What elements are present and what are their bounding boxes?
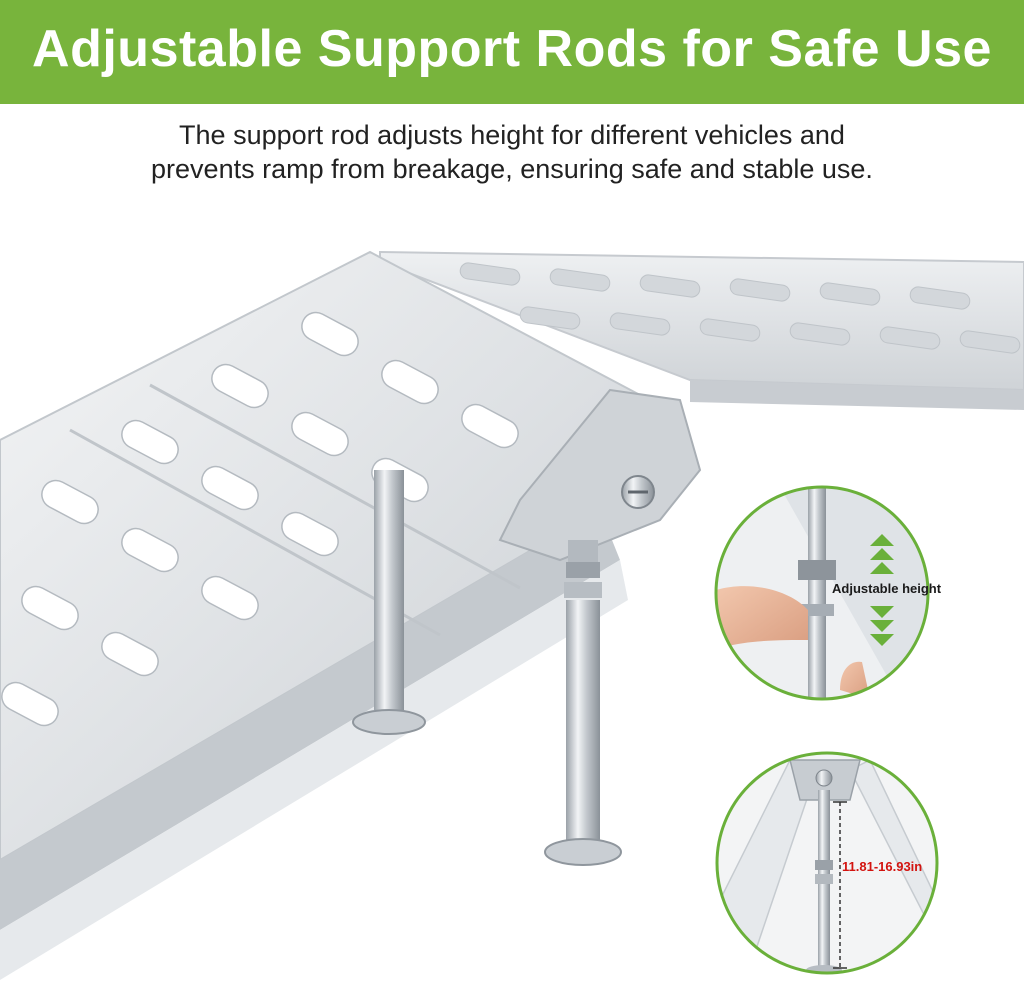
ramp-left-section [0,250,642,980]
ramp-right-section [379,250,1024,410]
support-leg-front [544,540,622,866]
banner-title: Adjustable Support Rods for Safe Use [32,20,992,78]
hinge-bracket [498,388,702,562]
description-line-1: The support rod adjusts height for diffe… [179,120,845,150]
description-line-2: prevents ramp from breakage, ensuring sa… [151,154,873,184]
product-description: The support rod adjusts height for diffe… [0,118,1024,186]
support-leg-back [352,470,426,735]
height-range-label: 11.81-16.93in [842,859,923,874]
callout-height-range [715,751,939,975]
header-banner: Adjustable Support Rods for Safe Use [0,0,1024,104]
callout-adjustable-height [714,485,930,701]
adjustable-height-label: Adjustable height [832,581,942,596]
